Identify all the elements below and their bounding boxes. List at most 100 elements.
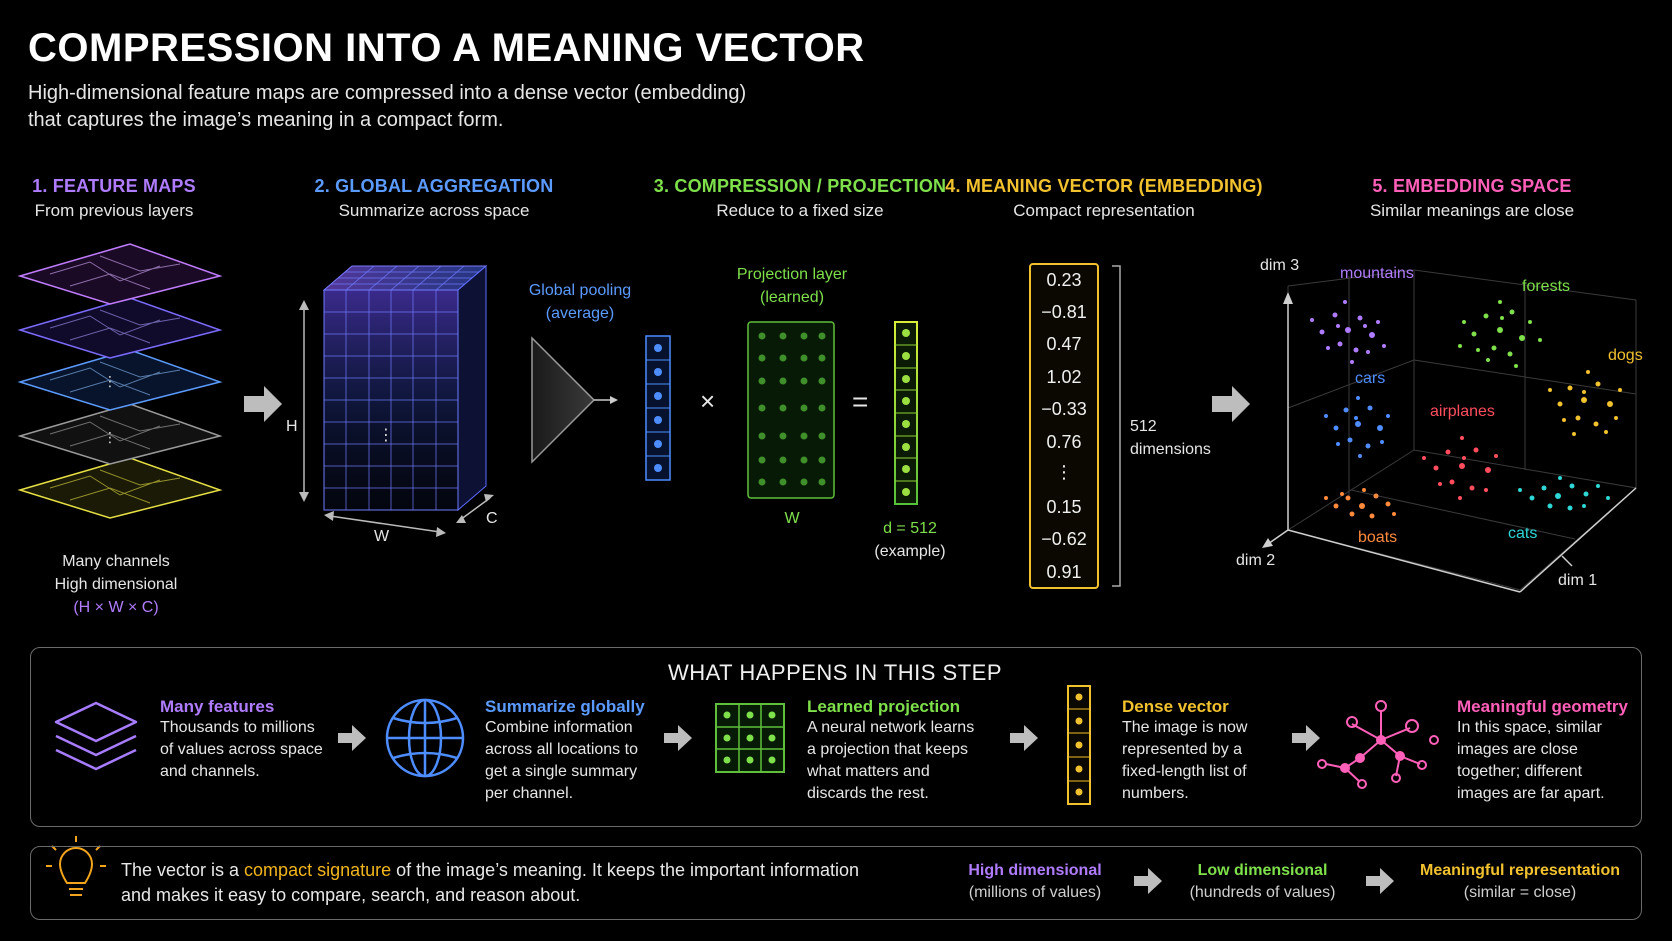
equals-sign: = (852, 386, 869, 417)
vector-value: 0.23 (1046, 270, 1082, 290)
vector-value: 1.02 (1046, 367, 1082, 387)
what-happens-panel (30, 647, 1642, 827)
step1-title: 1. FEATURE MAPS (32, 176, 196, 196)
step5-subtitle: Similar meanings are close (1369, 201, 1575, 220)
page-title: COMPRESSION INTO A MEANING VECTOR (28, 26, 865, 70)
what-item-desc: fixed-length list of (1122, 763, 1247, 780)
axis-label-dim1: dim 1 (1558, 572, 1598, 589)
projection-label-2: (learned) (759, 289, 825, 306)
what-item-desc: what matters and (807, 763, 930, 780)
flow-arrow-icon (1134, 868, 1162, 894)
cluster-boats (1324, 488, 1396, 519)
axis-label-dim3: dim 3 (1260, 257, 1300, 274)
pooling-label-1: Global pooling (528, 282, 632, 299)
what-item-geometry: Meaningful geometry In this space, simil… (1457, 697, 1635, 805)
flow-arrow-icon (338, 725, 366, 751)
projection-label-w: W (784, 510, 800, 527)
what-item-desc: represented by a (1122, 741, 1243, 758)
svg-text:⋮: ⋮ (103, 373, 117, 389)
cluster-label-airplanes: airplanes (1430, 403, 1495, 420)
footer-text-a: The vector is a (121, 860, 245, 880)
cluster-label-forests: forests (1522, 278, 1571, 295)
feature-map-layer (17, 349, 223, 411)
footer-flow-sub: (millions of values) (968, 884, 1102, 901)
cube-label-w: W (374, 528, 390, 545)
what-happens-title: WHAT HAPPENS IN THIS STEP (667, 660, 1002, 685)
svg-text:⋮: ⋮ (378, 427, 394, 444)
layers-icon (54, 701, 138, 771)
projection-matrix (747, 321, 835, 499)
feature-map-layer (17, 243, 223, 305)
projection-label-1: Projection layer (736, 266, 848, 283)
what-item-title: Meaningful geometry (1457, 697, 1628, 716)
feature-maps-caption-3: (H × W × C) (73, 599, 159, 616)
pooling-label-2: (average) (545, 305, 615, 322)
feature-map-stack: ⋮ ⋮ (17, 243, 223, 519)
cluster-forests (1458, 300, 1542, 368)
feature-map-layer (17, 457, 223, 519)
vector-value: 0.91 (1046, 562, 1082, 582)
vector-value: −0.33 (1041, 399, 1087, 419)
what-item-many-features: Many features Thousands to millions of v… (160, 697, 335, 783)
flow-arrow-icon (664, 725, 692, 751)
footer-highlight: compact signature (244, 860, 392, 880)
step2-subtitle: Summarize across space (338, 201, 530, 220)
footer-panel (30, 846, 1642, 920)
meaning-vector-box (1029, 263, 1121, 589)
cube-label-c: C (486, 510, 498, 527)
what-item-title: Many features (160, 697, 275, 716)
flow-arrow-icon (1292, 725, 1320, 751)
what-item-desc: of values across space (160, 741, 323, 758)
what-item-desc: Combine information (485, 719, 633, 736)
cluster-label-mountains: mountains (1340, 265, 1414, 282)
vector-value: −0.81 (1041, 302, 1087, 322)
axis-label-dim2: dim 2 (1236, 552, 1276, 569)
pooling-triangle (531, 336, 618, 464)
output-dim-note: (example) (874, 543, 946, 560)
step4-title: 4. MEANING VECTOR (EMBEDDING) (945, 176, 1263, 196)
flow-arrow-icon (1212, 386, 1250, 422)
what-item-desc: get a single summary (485, 763, 638, 780)
step3-title: 3. COMPRESSION / PROJECTION (653, 176, 947, 196)
vector-dims-label: dimensions (1130, 441, 1211, 458)
what-item-desc: across all locations to (485, 741, 638, 758)
what-item-title: Dense vector (1122, 697, 1229, 716)
what-item-desc: a projection that keeps (807, 741, 968, 758)
cluster-label-cars: cars (1355, 370, 1386, 387)
footer-text-line1: The vector is a compact signature of the… (121, 860, 859, 881)
page-subtitle-line1: High-dimensional feature maps are compre… (28, 82, 747, 104)
pooled-vector (645, 335, 671, 481)
flow-arrow-icon (1366, 868, 1394, 894)
what-item-desc: images are far apart. (1457, 785, 1605, 802)
multiply-sign: × (700, 386, 716, 416)
page-subtitle-line2: that captures the image’s meaning in a c… (28, 109, 504, 131)
vector-value: 0.15 (1046, 497, 1082, 517)
footer-text-line2: and makes it easy to compare, search, an… (121, 885, 581, 905)
what-item-desc: per channel. (485, 785, 574, 802)
footer-flow-title: High dimensional (968, 862, 1102, 879)
vector-value: −0.62 (1041, 529, 1087, 549)
feature-cube: ⋮ (299, 264, 494, 537)
vector-value: 0.76 (1046, 432, 1082, 452)
what-item-desc: A neural network learns (807, 719, 975, 736)
step4-subtitle: Compact representation (1013, 201, 1195, 220)
feature-map-layer (17, 297, 223, 359)
footer-flow-sub: (hundreds of values) (1189, 884, 1336, 901)
cluster-label-cats: cats (1508, 525, 1538, 542)
svg-text:⋮: ⋮ (103, 429, 117, 445)
cluster-mountains (1310, 300, 1386, 364)
step2-title: 2. GLOBAL AGGREGATION (314, 176, 554, 196)
vector-value: 0.47 (1046, 334, 1082, 354)
footer-text-b: of the image’s meaning. It keeps the imp… (391, 860, 860, 880)
cluster-label-dogs: dogs (1608, 347, 1643, 364)
what-item-title: Learned projection (807, 697, 961, 716)
output-dim-label: d = 512 (883, 520, 937, 537)
what-item-projection: Learned projection A neural network lear… (807, 697, 1002, 805)
vector-ellipsis: ⋮ (1055, 462, 1073, 482)
what-item-dense-vector: Dense vector The image is now represente… (1122, 697, 1287, 805)
cluster-cars (1324, 396, 1390, 458)
vector-icon (1067, 685, 1091, 805)
cluster-label-boats: boats (1358, 529, 1398, 546)
output-vector (894, 321, 918, 505)
